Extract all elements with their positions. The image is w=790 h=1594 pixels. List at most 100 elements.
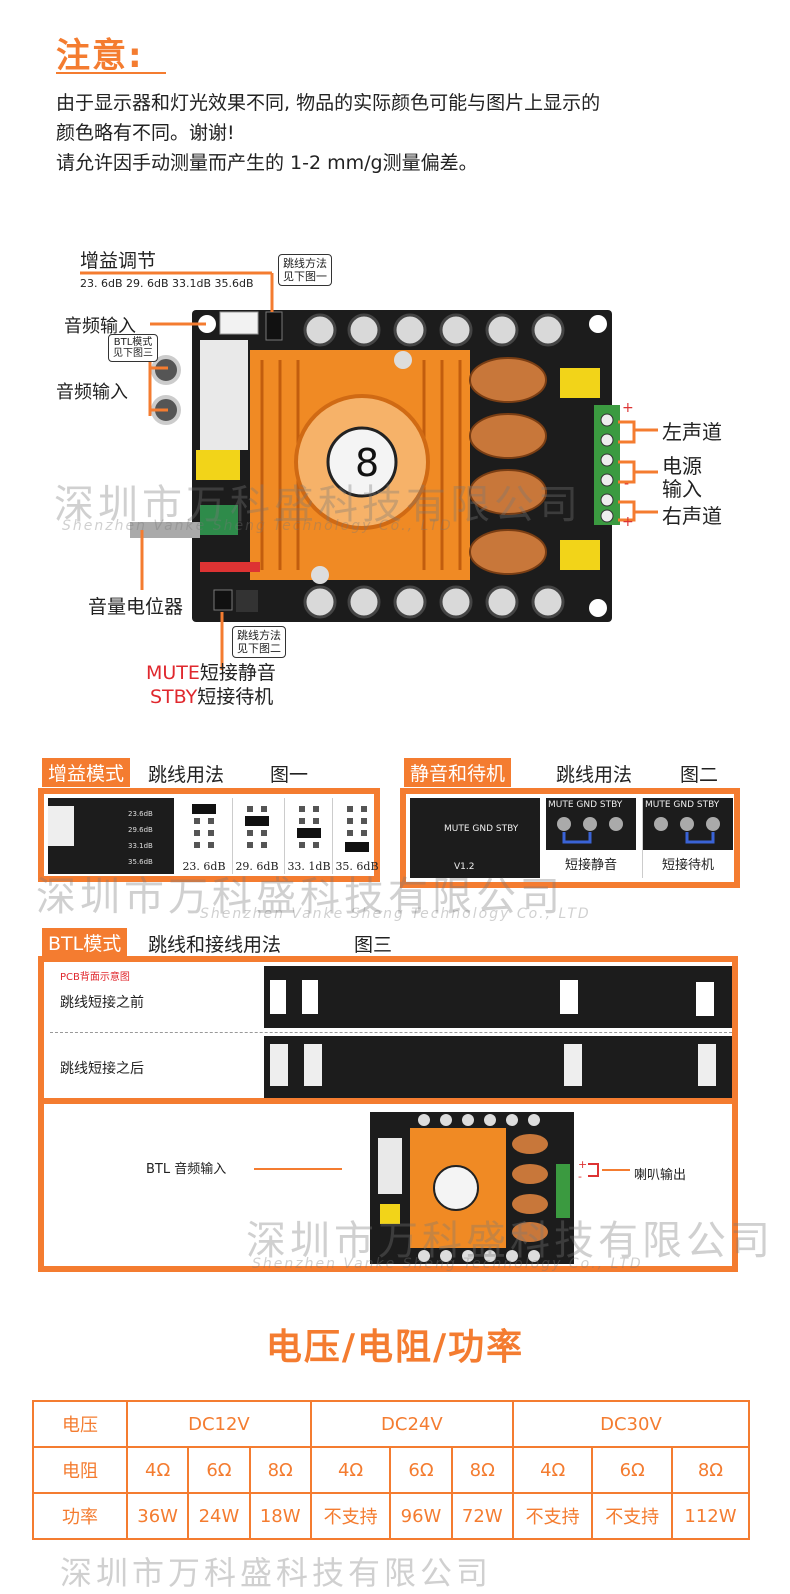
- power-cell: 72W: [450, 1492, 514, 1540]
- power-cell: 不支持: [511, 1492, 594, 1540]
- audio-input-label-1: 音频输入: [64, 316, 136, 337]
- resistance-cell: 8Ω: [450, 1446, 514, 1494]
- fig3-tag: BTL模式: [42, 928, 128, 957]
- board-drawing: 8: [80, 271, 658, 670]
- table-row: 电压 DC12V DC24V DC30V: [32, 1400, 751, 1448]
- fig2-tag: 静音和待机: [404, 758, 512, 787]
- fig2-number: 图二: [680, 764, 719, 786]
- fig1-option-3-label: 33. 1dB: [287, 860, 331, 873]
- mute-label: MUTE短接静音: [146, 658, 276, 685]
- resistance-cell: 8Ω: [670, 1446, 751, 1494]
- power-cell: 18W: [248, 1492, 312, 1540]
- mute-cn: 短接静音: [199, 662, 276, 684]
- fig3-pcb-before: [264, 966, 732, 1028]
- fig1-number: 图一: [270, 764, 309, 786]
- row-header-resistance: 电阻: [32, 1446, 128, 1494]
- fig2-stby-label: 短接待机: [661, 858, 714, 873]
- notice-title: 注意:: [56, 36, 144, 76]
- table-row: 电阻 4Ω 6Ω 8Ω 4Ω 6Ω 8Ω 4Ω 6Ω 8Ω: [32, 1446, 751, 1494]
- row-header-power: 功率: [32, 1492, 128, 1540]
- fig1-option-2-label: 29. 6dB: [235, 860, 279, 873]
- table-row: 功率 36W 24W 18W 不支持 96W 72W 不支持 不支持 112W: [32, 1492, 751, 1540]
- fig2-pcb-pins: MUTE GND STBY: [444, 824, 519, 834]
- resistance-cell: 8Ω: [248, 1446, 312, 1494]
- resistance-cell: 4Ω: [511, 1446, 594, 1494]
- volume-pot-label: 音量电位器: [88, 596, 184, 618]
- fig1-option-4: 35. 6dB: [332, 798, 381, 874]
- fig1-option-4-label: 35. 6dB: [335, 860, 379, 873]
- right-plus-sign: +: [622, 514, 634, 530]
- fig3-btl-input: BTL 音频输入: [146, 1162, 227, 1177]
- fig1-pcb-label-2: 29.6dB: [128, 826, 153, 834]
- notice-line-3: 请允许因手动测量而产生的 1-2 mm/g测量偏差。: [56, 152, 478, 174]
- audio-input-label-2: 音频输入: [56, 382, 128, 403]
- fig3-speaker-output: 喇叭输出: [634, 1168, 687, 1183]
- power-cell: 96W: [389, 1492, 453, 1540]
- stby-en: STBY: [150, 686, 198, 708]
- fig2-mute-pins: MUTE GND STBY: [548, 800, 623, 810]
- watermark-2: 深圳市万科盛科技有限公司: [36, 874, 564, 920]
- fig1-pcb-label-4: 35.6dB: [128, 858, 153, 866]
- fig1-option-2: 29. 6dB: [232, 798, 281, 874]
- power-cell: 不支持: [309, 1492, 392, 1540]
- fig3-board-photo: [370, 1112, 574, 1264]
- fig1-option-3: 33. 1dB: [284, 798, 333, 874]
- jumper-callout-1-line1: 跳线方法: [283, 257, 327, 270]
- resistance-cell: 6Ω: [187, 1446, 251, 1494]
- jumper-callout-1-line2: 见下图一: [283, 270, 327, 283]
- gain-adjust-title: 增益调节: [80, 250, 157, 272]
- power-cell: 不支持: [591, 1492, 673, 1540]
- watermark-3: 深圳市万科盛科技有限公司: [246, 1218, 774, 1264]
- board-illustration: 8: [0, 240, 790, 710]
- resistance-cell: 6Ω: [389, 1446, 453, 1494]
- fig2-mute-diagram: MUTE GND STBY 短接静音: [546, 798, 636, 878]
- fig2-pcb-photo: MUTE GND STBY V1.2: [410, 798, 540, 878]
- jumper-callout-2: 跳线方法 见下图二: [232, 626, 286, 658]
- fig1-tag: 增益模式: [42, 758, 131, 787]
- btl-callout-line2: 见下图三: [113, 348, 153, 359]
- power-table: 电压 DC12V DC24V DC30V 电阻 4Ω 6Ω 8Ω 4Ω 6Ω 8…: [32, 1400, 751, 1540]
- fig1-connector: [48, 806, 74, 846]
- left-channel-label: 左声道: [662, 420, 722, 444]
- fig2-title: 跳线用法: [556, 764, 633, 786]
- notice-underline: [56, 72, 166, 74]
- fig1-pcb-label-1: 23.6dB: [128, 810, 153, 818]
- power-cell: 24W: [187, 1492, 251, 1540]
- fig3-divider: [50, 1032, 732, 1033]
- jumper-callout-2-line1: 跳线方法: [237, 629, 281, 642]
- resistance-cell: 4Ω: [125, 1446, 190, 1494]
- gain-values: 23. 6dB 29. 6dB 33.1dB 35.6dB: [80, 277, 254, 290]
- fig2-stby-diagram: MUTE GND STBY 短接待机: [642, 798, 733, 878]
- notice-line-2: 颜色略有不同。谢谢!: [56, 122, 235, 144]
- fig2-mute-label: 短接静音: [564, 858, 617, 873]
- svg-text:8: 8: [355, 441, 379, 485]
- fig1-option-1: 23. 6dB: [180, 798, 228, 874]
- stby-label: STBY短接待机: [150, 682, 273, 709]
- watermark-3-en: Shenzhen Vanke Sheng Technology Co., LTD: [252, 1256, 643, 1272]
- mute-en: MUTE: [146, 662, 200, 684]
- fig3-input-line: [254, 1168, 342, 1170]
- btl-callout-line1: BTL模式: [113, 337, 153, 348]
- power-input-label-2: 输入: [662, 477, 702, 501]
- jumper-callout-1: 跳线方法 见下图一: [278, 254, 332, 286]
- right-channel-label: 右声道: [662, 504, 722, 528]
- svg-text:+: +: [578, 1158, 587, 1171]
- fig2-mute-pcb: MUTE GND STBY: [546, 798, 636, 850]
- resistance-cell: 4Ω: [309, 1446, 392, 1494]
- fig3-pcb-note: PCB背面示意图: [60, 972, 130, 983]
- fig1-pcb-label-3: 33.1dB: [128, 842, 153, 850]
- fig3-section-bar: [44, 1098, 732, 1104]
- fig2-stby-pcb: MUTE GND STBY: [643, 798, 733, 850]
- fig2-box: MUTE GND STBY V1.2 MUTE GND STBY 短接静音 MU…: [400, 788, 740, 888]
- jumper-callout-2-line2: 见下图二: [237, 642, 281, 655]
- power-input-label-1: 电源: [662, 454, 702, 478]
- fig3-box: PCB背面示意图 跳线短接之前 跳线短接之后 BTL 音频输入 + - 喇叭输出: [38, 956, 738, 1272]
- power-cell: 36W: [125, 1492, 190, 1540]
- fig3-number: 图三: [354, 934, 393, 956]
- power-minus-sign: -: [624, 476, 629, 492]
- watermark-1-en: Shenzhen Vanke Sheng Technology Co., LTD: [62, 518, 453, 534]
- fig2-stby-pins: MUTE GND STBY: [645, 800, 720, 810]
- power-cell: 112W: [670, 1492, 751, 1540]
- voltage-cell: DC24V: [309, 1400, 514, 1448]
- fig1-pcb-photo: 23.6dB 29.6dB 33.1dB 35.6dB: [48, 798, 174, 874]
